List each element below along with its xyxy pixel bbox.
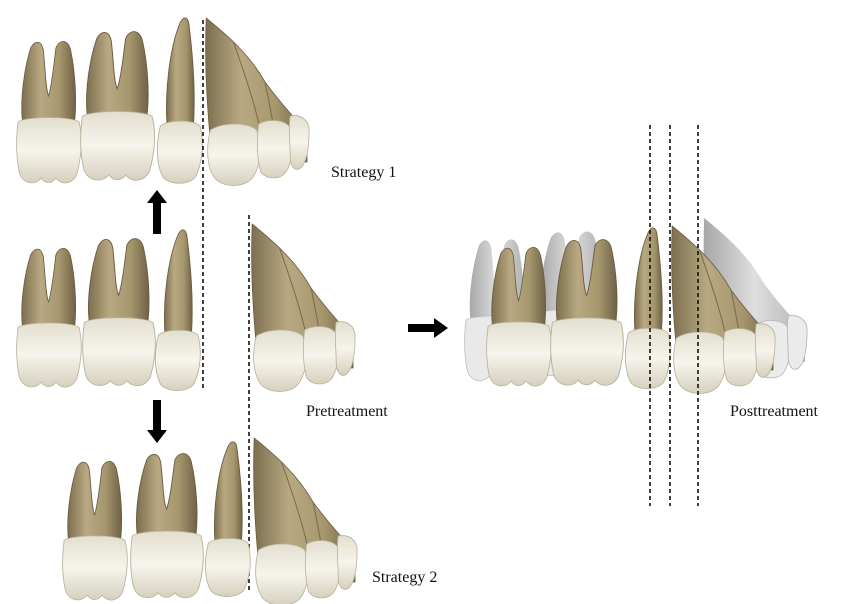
right-arrow-icon bbox=[408, 318, 448, 338]
pretreatment-teeth bbox=[17, 224, 355, 392]
down-arrow-icon bbox=[147, 400, 167, 443]
pretreatment-label: Pretreatment bbox=[306, 404, 388, 420]
strategy-1-premolar bbox=[157, 18, 202, 183]
posttreatment-premolar bbox=[625, 228, 670, 389]
strategy-2-anterior-teeth bbox=[254, 438, 357, 604]
strategy-2-premolar bbox=[205, 442, 250, 597]
strategy-1-label: Strategy 1 bbox=[331, 165, 396, 181]
strategy-1-anterior-teeth bbox=[206, 18, 309, 186]
pretreatment-anterior-teeth bbox=[252, 224, 355, 392]
strategy-2-teeth bbox=[63, 438, 357, 604]
pretreatment-molar-2 bbox=[83, 239, 156, 386]
pretreatment-premolar bbox=[155, 230, 200, 391]
strategy-2-label: Strategy 2 bbox=[372, 570, 437, 586]
strategy-1-teeth bbox=[17, 18, 309, 186]
up-arrow-icon bbox=[147, 190, 167, 234]
strategy-2-molar-1 bbox=[63, 461, 128, 600]
strategy-2-molar-2 bbox=[131, 453, 204, 597]
pretreatment-molar-1 bbox=[17, 248, 82, 387]
strategy-1-molar-2 bbox=[81, 32, 155, 181]
posttreatment-label: Posttreatment bbox=[730, 404, 818, 420]
strategy-1-molar-1 bbox=[17, 41, 82, 183]
